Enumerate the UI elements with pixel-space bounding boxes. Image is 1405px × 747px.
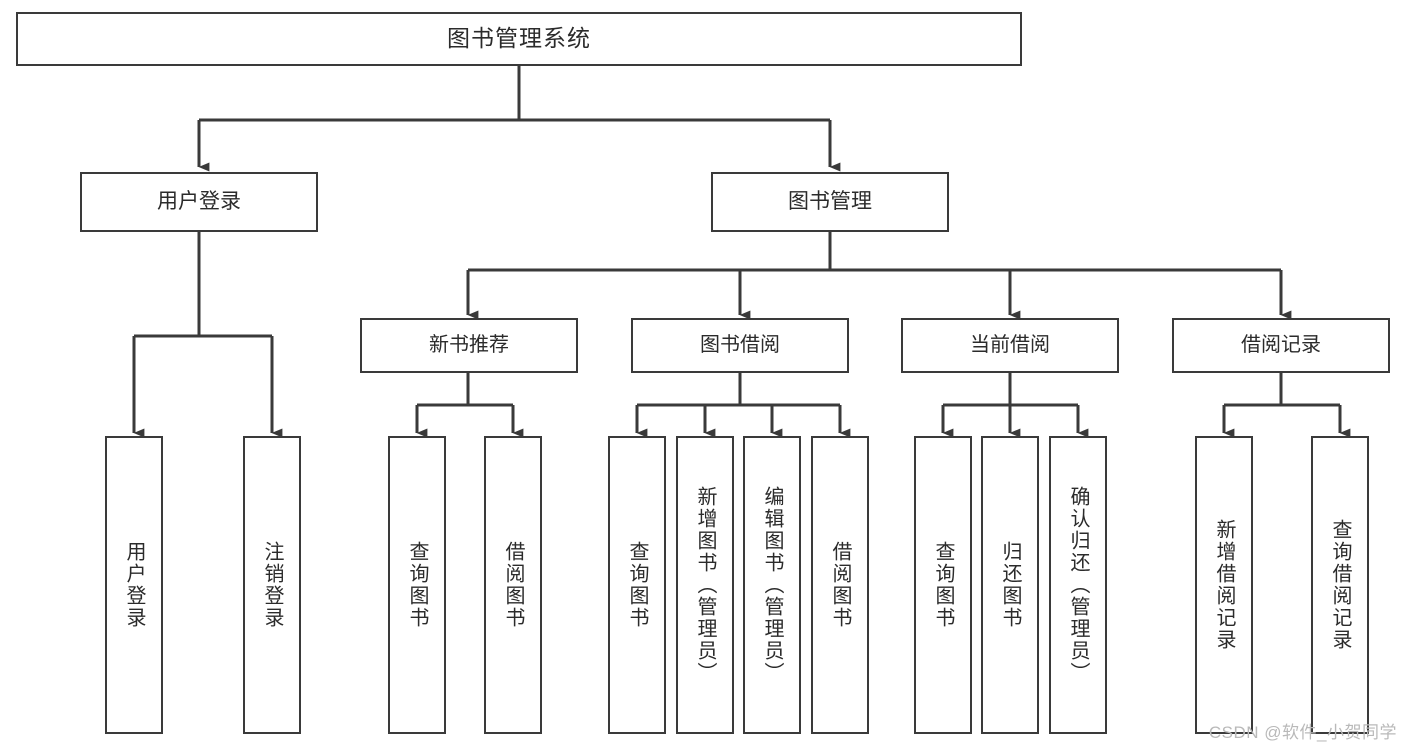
node-label: 借阅图书 [829, 541, 851, 629]
node-leaf-current-query-book[interactable]: 查询图书 [914, 436, 972, 734]
node-label: 用户登录 [123, 541, 145, 629]
node-label: 注销登录 [261, 541, 283, 629]
node-label: 查询借阅记录 [1329, 519, 1351, 651]
node-label: 新增图书（管理员） [694, 486, 716, 684]
node-leaf-borrow-borrow-book[interactable]: 借阅图书 [811, 436, 869, 734]
node-leaf-user-logout[interactable]: 注销登录 [243, 436, 301, 734]
node-label: 新增借阅记录 [1213, 519, 1235, 651]
node-branch-user-login[interactable]: 用户登录 [80, 172, 318, 232]
node-label: 查询图书 [932, 541, 954, 629]
node-leaf-current-confirm-return-admin[interactable]: 确认归还（管理员） [1049, 436, 1107, 734]
node-branch-book-management[interactable]: 图书管理 [711, 172, 949, 232]
node-group-borrow-record[interactable]: 借阅记录 [1172, 318, 1390, 373]
node-label: 归还图书 [999, 541, 1021, 629]
node-group-book-borrow[interactable]: 图书借阅 [631, 318, 849, 373]
node-label: 图书管理 [788, 189, 872, 213]
node-label: 查询图书 [626, 541, 648, 629]
node-leaf-current-return-book[interactable]: 归还图书 [981, 436, 1039, 734]
node-label: 查询图书 [406, 541, 428, 629]
node-label: 用户登录 [157, 189, 241, 213]
node-label: 确认归还（管理员） [1067, 486, 1089, 684]
node-label: 图书借阅 [700, 333, 780, 356]
node-leaf-newbook-borrow-book[interactable]: 借阅图书 [484, 436, 542, 734]
node-label: 借阅图书 [502, 541, 524, 629]
node-label: 当前借阅 [970, 333, 1050, 356]
node-leaf-borrow-add-book-admin[interactable]: 新增图书（管理员） [676, 436, 734, 734]
node-leaf-user-login[interactable]: 用户登录 [105, 436, 163, 734]
node-label: 借阅记录 [1241, 333, 1321, 356]
node-leaf-borrow-query-book[interactable]: 查询图书 [608, 436, 666, 734]
node-group-current-borrow[interactable]: 当前借阅 [901, 318, 1119, 373]
node-leaf-record-add-borrow-record[interactable]: 新增借阅记录 [1195, 436, 1253, 734]
node-label: 新书推荐 [429, 333, 509, 356]
node-label: 图书管理系统 [447, 25, 591, 52]
node-label: 编辑图书（管理员） [761, 486, 783, 684]
node-leaf-newbook-query-book[interactable]: 查询图书 [388, 436, 446, 734]
node-leaf-borrow-edit-book-admin[interactable]: 编辑图书（管理员） [743, 436, 801, 734]
node-root-system[interactable]: 图书管理系统 [16, 12, 1022, 66]
node-group-new-book-recommend[interactable]: 新书推荐 [360, 318, 578, 373]
node-leaf-record-query-borrow-record[interactable]: 查询借阅记录 [1311, 436, 1369, 734]
